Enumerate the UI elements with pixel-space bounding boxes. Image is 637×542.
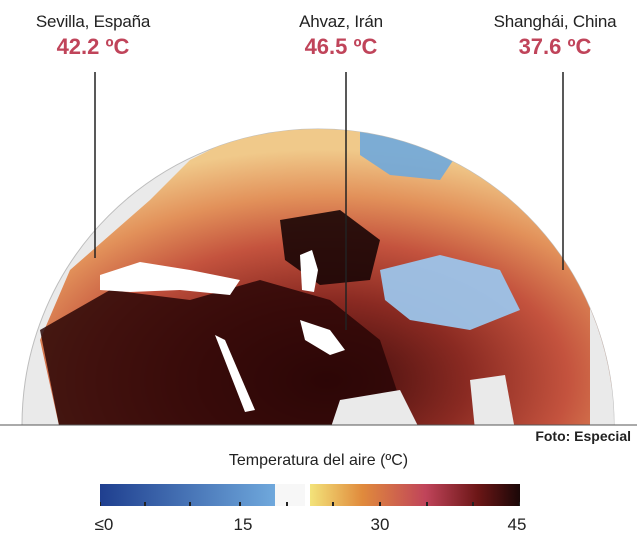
legend-ticks (100, 502, 520, 506)
arabian-sea (330, 390, 420, 425)
legend-tick-label: 30 (370, 515, 390, 534)
persian-gulf (300, 320, 345, 355)
legend-tick-label: ≤0 (94, 515, 114, 534)
city-label-shanghai: Shanghái, China 37.6 ºC (480, 12, 630, 60)
city-name: Sevilla, España (35, 12, 151, 31)
pacific-ocean (590, 240, 614, 425)
legend-color-bar (100, 484, 520, 506)
caspian-sea (300, 250, 318, 292)
city-temperature: 42.2 ºC (56, 34, 130, 59)
cold-region-arctic (190, 129, 300, 130)
red-sea (215, 335, 255, 412)
legend-hot-segment (310, 484, 520, 506)
hot-region-middle-east (40, 280, 400, 425)
legend-cold-segment (100, 484, 275, 506)
legend-tick-label: 15 (233, 515, 253, 534)
bay-of-bengal (470, 375, 515, 425)
cold-region-tibet (380, 255, 520, 330)
mediterranean-sea (100, 262, 240, 295)
city-label-ahvaz: Ahvaz, Irán 46.5 ºC (266, 12, 416, 60)
city-name: Shanghái, China (493, 12, 617, 31)
legend-title: Temperatura del aire (ºC) (228, 452, 409, 469)
temperature-map (0, 72, 637, 426)
photo-credit: Foto: Especial (535, 428, 631, 444)
legend-tick-label: 45 (507, 515, 527, 534)
city-label-sevilla: Sevilla, España 42.2 ºC (18, 12, 168, 60)
city-name: Ahvaz, Irán (299, 12, 383, 31)
city-temperature: 46.5 ºC (304, 34, 378, 59)
city-temperature: 37.6 ºC (518, 34, 592, 59)
legend-white-segment (275, 484, 305, 506)
